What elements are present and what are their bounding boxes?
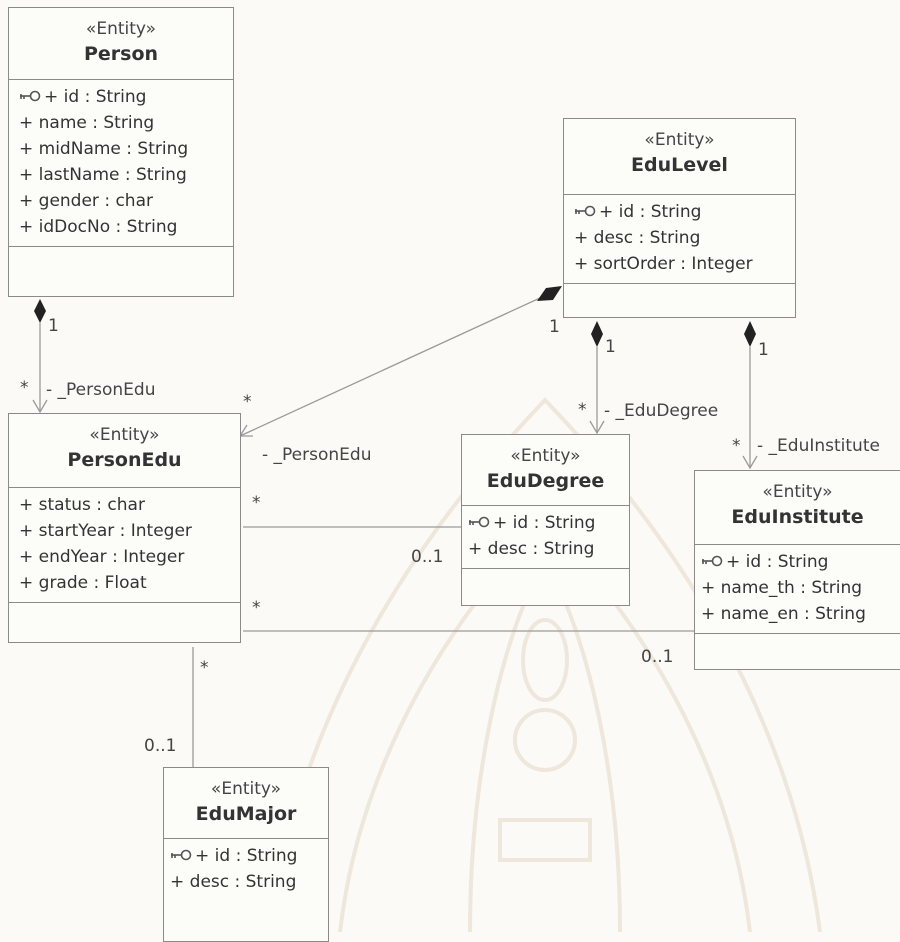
- attribute-gender: + gender : char: [19, 191, 153, 211]
- attribute-id: + id : String: [170, 843, 328, 869]
- multiplicity-optional: 0..1: [411, 547, 444, 567]
- multiplicity-one: 1: [549, 317, 560, 337]
- attribute-desc: + desc : String: [468, 539, 595, 559]
- attribute-grade: + grade : Float: [19, 573, 147, 593]
- attribute-name: + name : String: [19, 113, 155, 133]
- class-name: EduLevel: [631, 154, 728, 176]
- multiplicity-optional: 0..1: [144, 736, 177, 756]
- role-label: - _EduDegree: [604, 401, 719, 421]
- multiplicity-optional: 0..1: [641, 647, 674, 667]
- class-name: EduInstitute: [731, 506, 864, 528]
- class-name: EduMajor: [195, 803, 297, 825]
- stereotype-label: «Entity»: [510, 446, 581, 466]
- operations-compartment: [564, 283, 795, 294]
- entity-edulevel[interactable]: «Entity» EduLevel + id : String + desc :…: [563, 118, 796, 318]
- multiplicity-many: *: [252, 598, 261, 618]
- attribute-id: + id : String: [468, 510, 629, 536]
- attribute-name-th: + name_th : String: [701, 578, 863, 598]
- attribute-id: + id : String: [574, 199, 795, 225]
- multiplicity-one: 1: [605, 337, 616, 357]
- operations-compartment: [462, 568, 629, 579]
- entity-person[interactable]: «Entity» Person + id : String + name : S…: [8, 7, 234, 297]
- multiplicity-many: *: [578, 400, 587, 420]
- attribute-sortorder: + sortOrder : Integer: [574, 254, 753, 274]
- class-name: PersonEdu: [67, 449, 182, 471]
- key-icon: [702, 555, 723, 567]
- stereotype-label: «Entity»: [89, 425, 160, 445]
- stereotype-label: «Entity»: [644, 130, 715, 150]
- multiplicity-many: *: [20, 378, 29, 398]
- attribute-desc: + desc : String: [574, 228, 701, 248]
- attribute-endyear: + endYear : Integer: [19, 547, 185, 567]
- attribute-desc: + desc : String: [170, 872, 297, 892]
- composition-diamond-edulevel-edudegree: [591, 321, 603, 347]
- stereotype-label: «Entity»: [85, 19, 157, 39]
- attribute-startyear: + startYear : Integer: [19, 521, 192, 541]
- stereotype-label: «Entity»: [210, 779, 282, 799]
- entity-eduinstitute[interactable]: «Entity» EduInstitute + id : String + na…: [694, 470, 900, 670]
- stereotype-label: «Entity»: [762, 482, 833, 502]
- operations-compartment: [695, 633, 900, 644]
- role-label: - _EduInstitute: [757, 436, 880, 456]
- multiplicity-many: *: [200, 658, 209, 678]
- composition-diamond-person: [34, 299, 46, 323]
- key-icon: [469, 516, 490, 528]
- multiplicity-one: 1: [48, 316, 59, 336]
- entity-personedu[interactable]: «Entity» PersonEdu + status : char + sta…: [8, 413, 241, 643]
- attribute-iddocno: + idDocNo : String: [19, 217, 178, 237]
- operations-compartment: [9, 246, 233, 257]
- attribute-midname: + midName : String: [19, 139, 189, 159]
- class-name: Person: [83, 43, 159, 65]
- key-icon: [20, 90, 41, 102]
- entity-edumajor[interactable]: «Entity» EduMajor + id : String + desc :…: [163, 767, 329, 942]
- attribute-status: + status : char: [19, 495, 145, 515]
- operations-compartment: [9, 602, 240, 613]
- attribute-id: + id : String: [19, 84, 233, 110]
- multiplicity-one: 1: [758, 340, 769, 360]
- composition-diamond-edulevel-personedu: [537, 286, 562, 301]
- role-label: - _PersonEdu: [46, 380, 156, 400]
- attribute-name-en: + name_en : String: [701, 604, 866, 624]
- key-icon: [575, 205, 596, 217]
- key-icon: [171, 849, 192, 861]
- multiplicity-many: *: [732, 436, 741, 456]
- multiplicity-many: *: [243, 392, 252, 412]
- class-name: EduDegree: [486, 470, 605, 492]
- role-label: - _PersonEdu: [262, 445, 372, 465]
- entity-edudegree[interactable]: «Entity» EduDegree + id : String + desc …: [461, 434, 630, 606]
- multiplicity-many: *: [252, 493, 261, 513]
- composition-diamond-edulevel-eduinstitute: [744, 321, 756, 347]
- attribute-lastname: + lastName : String: [19, 165, 187, 185]
- attribute-id: + id : String: [701, 549, 900, 575]
